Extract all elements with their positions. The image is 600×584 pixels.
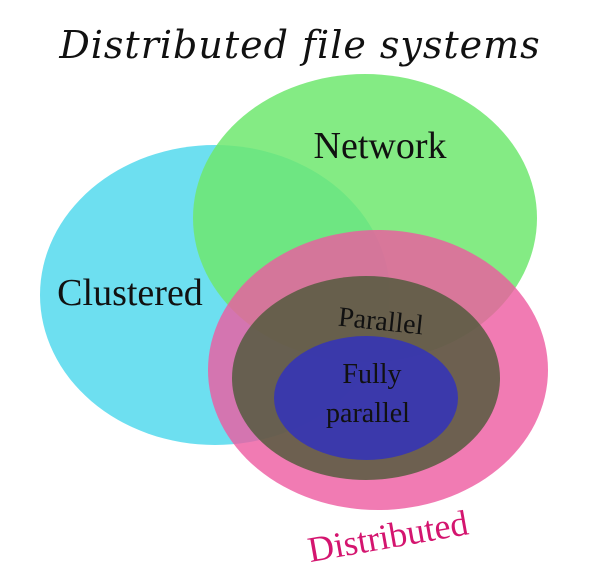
network-label: Network <box>314 125 447 167</box>
clustered-label: Clustered <box>57 272 203 314</box>
diagram-title: Distributed file systems <box>58 23 540 67</box>
fully-parallel-label-line2: parallel <box>326 398 410 429</box>
distributed-label: Distributed <box>305 502 471 570</box>
fully-parallel-set-ellipse <box>274 336 458 460</box>
fully-parallel-label-line1: Fully <box>342 359 401 390</box>
